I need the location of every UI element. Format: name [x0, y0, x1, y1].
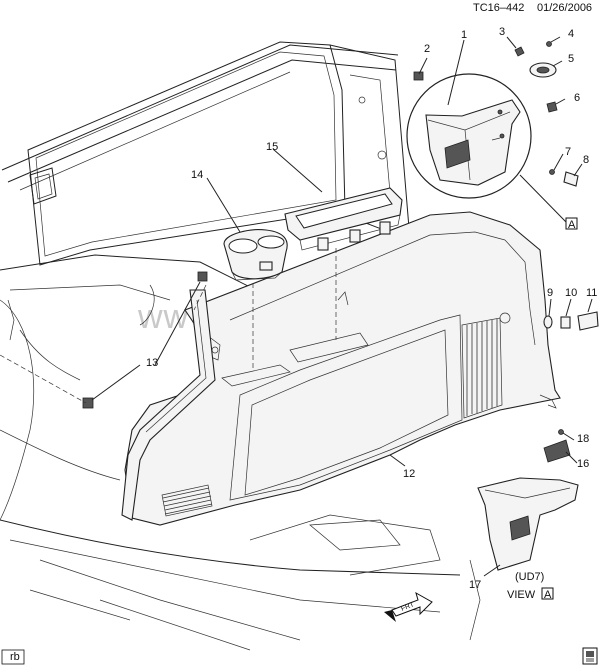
- front-direction-arrow: FRT: [384, 591, 433, 622]
- quarter-trim-panel: [124, 211, 561, 526]
- callout-7: 7: [565, 146, 571, 158]
- speaker-grille-rear: [461, 317, 503, 419]
- option-code: (UD7): [515, 571, 544, 583]
- corner-tag-box: [1, 649, 25, 665]
- callout-17: 17: [469, 579, 481, 591]
- view-caption-box: [541, 587, 554, 600]
- callout-18: 18: [577, 433, 589, 445]
- leader-lines: [0, 36, 593, 577]
- callout-2: 2: [424, 43, 430, 55]
- callout-4: 4: [568, 28, 574, 40]
- callout-labels: 1 2 3 4 5 6 7 8 9 10 11 12 13 14 15 16 1…: [146, 26, 597, 591]
- front-pillar-molding: [121, 289, 216, 521]
- callout-8: 8: [583, 154, 589, 166]
- callout-14: 14: [191, 169, 203, 181]
- callout-9: 9: [547, 287, 553, 299]
- document-icon: [582, 647, 598, 665]
- callout-12: 12: [403, 468, 415, 480]
- callout-16: 16: [577, 458, 589, 470]
- ud7-speaker-panel: [477, 477, 579, 571]
- callout-10: 10: [565, 287, 577, 299]
- view-a-marker-letter: A: [568, 219, 576, 231]
- vent-grille-front: [161, 484, 213, 517]
- detail-view-a: [406, 73, 532, 199]
- front-direction-label: FRT: [400, 601, 416, 613]
- callout-6: 6: [574, 92, 580, 104]
- callout-5: 5: [568, 53, 574, 65]
- callout-11: 11: [586, 287, 597, 299]
- view-caption-letter: A: [544, 589, 552, 601]
- diagram-code: TC16–442: [473, 2, 524, 14]
- cup-holder: [223, 229, 288, 281]
- callout-1: 1: [461, 29, 467, 41]
- callout-13: 13: [146, 357, 158, 369]
- vehicle-body-structure: [0, 41, 523, 651]
- view-a-marker: [565, 217, 578, 230]
- fasteners: [82, 41, 599, 463]
- callout-3: 3: [499, 26, 505, 38]
- storage-tray: [284, 187, 403, 251]
- corner-tag: rb: [10, 651, 20, 663]
- diagram-date: 01/26/2006: [537, 2, 592, 14]
- callout-15: 15: [266, 141, 278, 153]
- view-caption: VIEW: [507, 589, 536, 601]
